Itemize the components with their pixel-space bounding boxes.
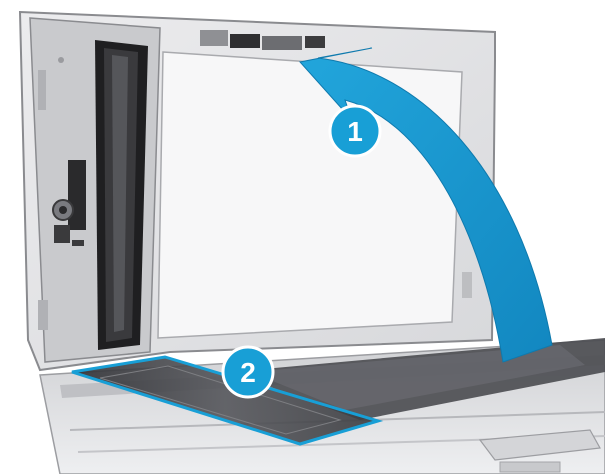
callout-2: 2 <box>223 347 273 397</box>
callout-1-number: 1 <box>347 116 363 147</box>
callout-1: 1 <box>330 106 380 156</box>
callout-2-number: 2 <box>240 357 256 388</box>
scanner-lid <box>20 12 495 370</box>
